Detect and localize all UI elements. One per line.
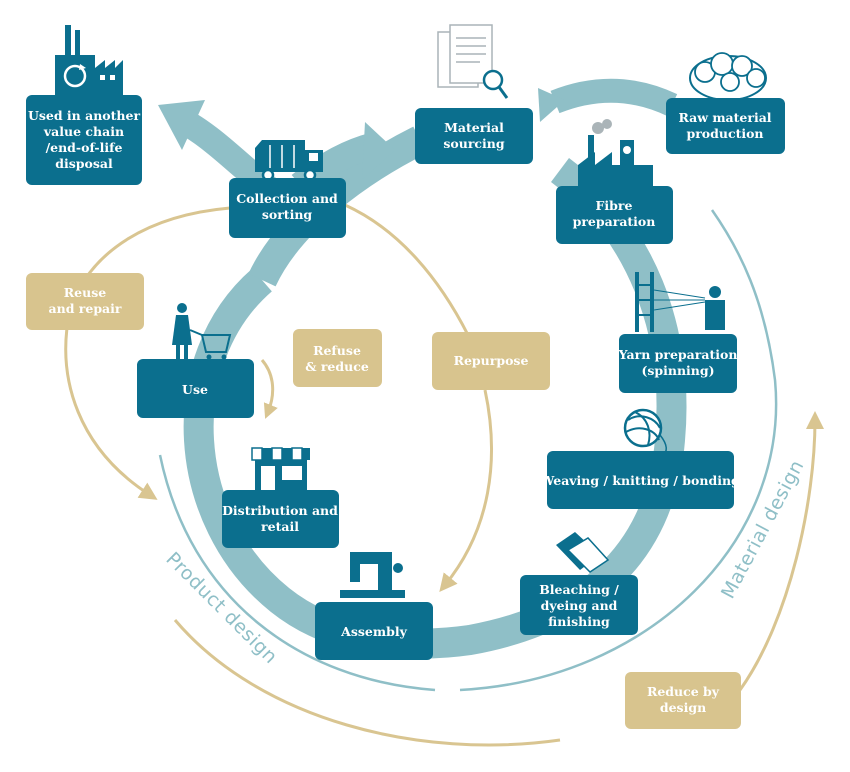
documents-magnifier-icon (437, 24, 509, 99)
other-chain-line-4: disposal (55, 156, 113, 171)
design-arcs (158, 209, 824, 747)
spinning-machine-icon (635, 272, 725, 332)
strategy-repurpose: Repurpose (432, 332, 550, 390)
sewing-machine-icon (340, 552, 405, 598)
shop-icon (251, 447, 310, 490)
stage-use: Use (137, 359, 254, 418)
factory-recycle-icon (55, 25, 123, 95)
strategy-refuse: Refuse& reduce (293, 329, 382, 387)
svg-text:Weaving / knitting / bonding: Weaving / knitting / bonding (539, 473, 740, 488)
yarn-ball-icon (623, 408, 667, 457)
svg-text:Assembly: Assembly (340, 624, 407, 639)
svg-text:Use: Use (182, 382, 208, 397)
other-chain-line-1: Used in another (28, 108, 141, 123)
svg-text:Repurpose: Repurpose (454, 353, 529, 368)
fibre-factory-icon (578, 119, 653, 187)
cotton-bale-icon (689, 52, 767, 101)
shopper-cart-icon (172, 303, 232, 360)
stage-assembly: Assembly (315, 602, 433, 660)
svg-text:Yarn preparation(spinning): Yarn preparation(spinning) (618, 347, 738, 378)
svg-text:Refuse& reduce: Refuse& reduce (305, 343, 369, 374)
other-chain-line-2: value chain (43, 124, 124, 139)
other-chain-line-3: /end-of-life (46, 140, 123, 155)
garbage-truck-icon (255, 140, 323, 182)
stage-weaving: Weaving / knitting / bonding (539, 451, 740, 509)
stage-yarn-preparation: Yarn preparation(spinning) (618, 334, 738, 393)
fabric-rolls-icon (556, 532, 610, 573)
